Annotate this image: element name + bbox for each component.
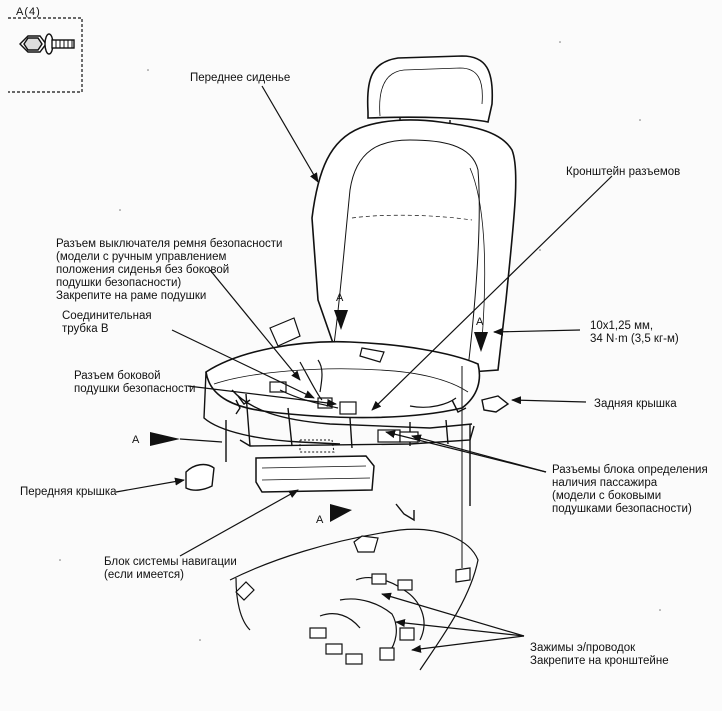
seat-frame (225, 389, 475, 522)
marker-a-left: A (132, 434, 140, 446)
inset-box (8, 17, 83, 93)
print-speckles (59, 41, 661, 641)
label-seatbelt-switch-connector: Разъем выключателя ремня безопасности (м… (56, 238, 283, 302)
marker-a-seat: A (336, 292, 344, 304)
leader-seatbelt-connector (209, 269, 301, 381)
navigation-unit-drawing (255, 439, 375, 493)
leader-occupant-2 (411, 434, 547, 473)
leader-side-airbag (187, 385, 337, 407)
leader-clips-2 (395, 619, 525, 637)
label-front-cover: Передняя крышка (20, 486, 117, 498)
marker-a-bottom: A (316, 514, 324, 526)
leader-lines (115, 85, 613, 653)
connector-cluster (269, 317, 457, 443)
label-connector-bracket: Кронштейн разъемов (566, 166, 681, 178)
label-front-seat: Переднее сиденье (190, 72, 291, 84)
bolt-with-washer-icon (19, 33, 75, 55)
front-cover-part (185, 463, 215, 491)
view-arrow-a-bottom (330, 504, 352, 522)
leader-front-cover (115, 477, 185, 493)
label-navigation-unit: Блок системы навигации (если имеется) (104, 556, 237, 581)
leader-torque-spec (493, 327, 581, 336)
leader-clips-1 (381, 592, 525, 637)
leader-navigation (179, 489, 299, 557)
view-arrow-a-side (474, 332, 488, 352)
seat-cushion (203, 340, 481, 445)
view-arrow-a-left (150, 432, 223, 446)
label-side-airbag-connector: Разъем боковой подушки безопасности (74, 370, 196, 395)
leader-connecting-tube (171, 329, 315, 399)
rear-cover-part (481, 395, 510, 413)
label-connecting-tube-b: Соединительная трубка В (62, 310, 152, 335)
leader-front-seat (261, 85, 319, 183)
label-torque-spec: 10x1,25 мм, 34 N·m (3,5 кг-м) (590, 320, 679, 345)
label-wire-clips: Зажимы э/проводок Закрепите на кронштейн… (530, 642, 669, 667)
leader-rear-cover (511, 396, 587, 405)
label-occupant-detection-connectors: Разъемы блока определения наличия пассаж… (552, 464, 708, 515)
floor-harness (229, 366, 479, 671)
inset-label: A(4) (16, 6, 41, 18)
leader-clips-3 (411, 635, 525, 653)
view-arrow-a-seat (334, 310, 348, 330)
marker-a-side: A (476, 316, 484, 328)
label-rear-cover: Задняя крышка (594, 398, 677, 410)
leader-connector-bracket (371, 175, 613, 411)
